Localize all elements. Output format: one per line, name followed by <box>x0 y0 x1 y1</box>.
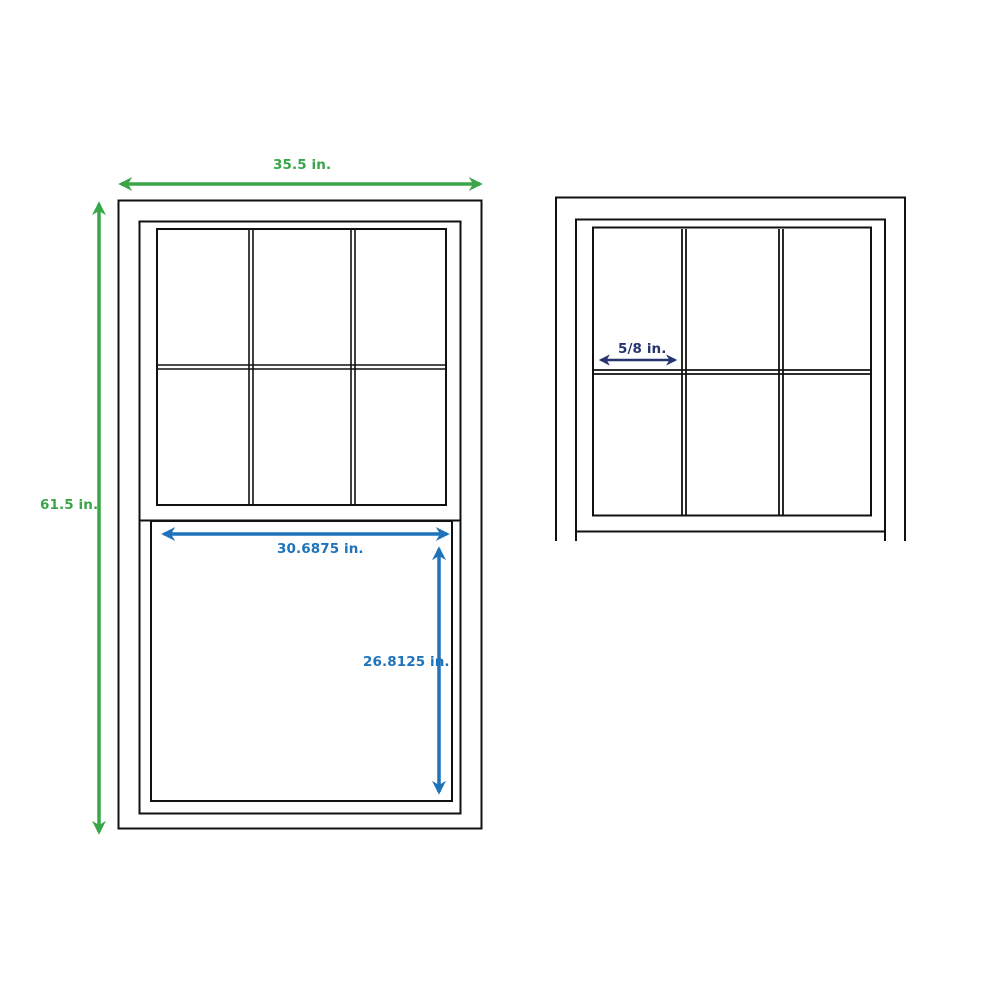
detail-window <box>555 196 906 541</box>
main-window <box>117 199 483 830</box>
upper-grille <box>158 230 445 504</box>
detail-inner-frame <box>575 218 886 541</box>
lower-sash <box>150 520 453 802</box>
overall-height-label: 61.5 in. <box>40 497 99 513</box>
detail-grille <box>594 229 870 515</box>
detail-sash-glass <box>592 226 872 517</box>
grille-width-label: 5/8 in. <box>618 341 667 357</box>
inner-frame <box>138 220 462 815</box>
lower-sash-height-label: 26.8125 in. <box>363 654 450 670</box>
outer-frame <box>117 199 483 830</box>
overall-width-label: 35.5 in. <box>273 157 332 173</box>
lower-sash-width-label: 30.6875 in. <box>277 541 364 557</box>
detail-outer-frame <box>555 196 906 541</box>
upper-sash-glass <box>156 228 447 506</box>
